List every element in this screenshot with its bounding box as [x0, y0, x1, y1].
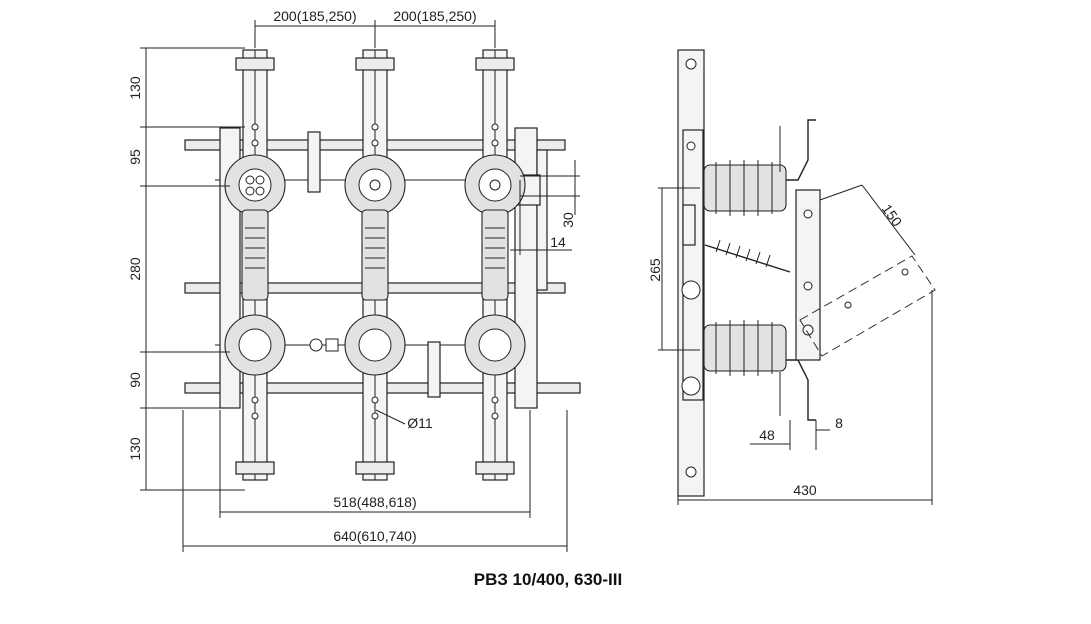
dim-left-2: 95 — [127, 149, 143, 165]
dim-left-3: 280 — [127, 257, 143, 281]
dim-side-430: 430 — [793, 482, 817, 498]
dim-side-150: 150 — [879, 201, 906, 229]
dim-pole-spacing-1: 200(185,250) — [273, 8, 356, 24]
dim-right-30: 30 — [560, 212, 576, 228]
dim-left-1: 130 — [127, 76, 143, 100]
front-view: 200(185,250) 200(185,250) 130 95 280 90 … — [127, 8, 581, 552]
dim-side-48: 48 — [759, 427, 775, 443]
dim-left-5: 130 — [127, 437, 143, 461]
dim-mounting-width: 518(488,618) — [333, 494, 416, 510]
dim-pole-spacing-2: 200(185,250) — [393, 8, 476, 24]
drawing-caption: РВЗ 10/400, 630-III — [474, 570, 622, 589]
right-dimensions: 30 14 — [510, 160, 580, 255]
dim-right-14: 14 — [550, 234, 566, 250]
pole-2 — [344, 49, 406, 481]
dim-left-4: 90 — [127, 372, 143, 388]
side-lower-insulator — [703, 320, 816, 421]
bottom-dimensions: 518(488,618) 640(610,740) — [182, 410, 568, 552]
dim-side-265: 265 — [647, 258, 663, 282]
dim-side-8: 8 — [835, 415, 843, 431]
dim-overall-width: 640(610,740) — [333, 528, 416, 544]
hole-diameter-label: Ø11 — [407, 415, 433, 431]
side-view: 265 150 48 8 430 — [647, 49, 936, 505]
left-dimensions: 130 95 280 90 130 — [127, 47, 245, 491]
pole-3 — [464, 49, 526, 481]
side-knife-open — [799, 255, 936, 357]
top-dimensions: 200(185,250) 200(185,250) — [254, 8, 496, 48]
side-upper-insulator — [703, 119, 816, 216]
pole-1 — [224, 49, 286, 481]
side-spring — [704, 239, 791, 273]
